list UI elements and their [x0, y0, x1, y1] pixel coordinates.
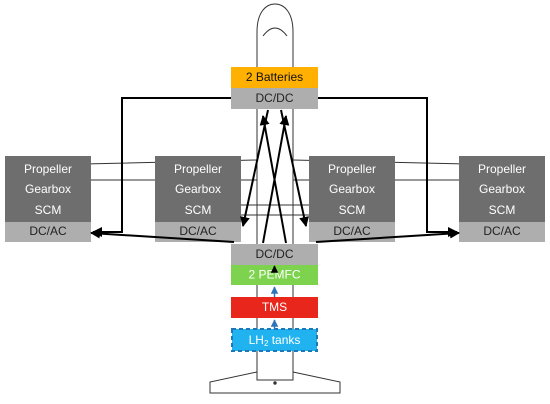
top-dc-dc-box	[231, 88, 318, 109]
arrow-bat-to-unit-3	[280, 109, 309, 227]
bottom-dc-dc-label: DC/DC	[256, 247, 294, 261]
scm-label-1: SCM	[35, 203, 62, 217]
gearbox-label-3: Gearbox	[329, 182, 375, 196]
dc-ac-label-2: DC/AC	[179, 224, 217, 238]
pemfc-label: 2 PEMFC	[248, 268, 300, 282]
propeller-label-1: Propeller	[24, 162, 72, 176]
arrow-bat-to-unit-4	[318, 97, 458, 237]
batteries-box	[231, 67, 318, 88]
arrow-fc-to-unit-3	[259, 115, 287, 244]
h2-tanks-block: LH2 tanks	[231, 328, 318, 352]
scm-label-3: SCM	[339, 203, 366, 217]
dc-ac-label-4: DC/AC	[483, 224, 521, 238]
scm-label-4: SCM	[489, 203, 516, 217]
motor-stack-4	[459, 156, 545, 222]
propulsion-unit-1: Propeller Gearbox SCM DC/AC	[5, 156, 91, 242]
dc-ac-box-3	[309, 222, 395, 242]
dc-ac-box-2	[155, 222, 241, 242]
batteries-label: 2 Batteries	[246, 70, 303, 84]
dc-ac-label-3: DC/AC	[333, 224, 371, 238]
gearbox-label-4: Gearbox	[479, 182, 525, 196]
arrow-bat-to-unit-2	[240, 109, 269, 227]
propeller-label-4: Propeller	[478, 162, 526, 176]
motor-stack-2	[155, 156, 241, 222]
arrow-fc-to-unit-4	[315, 228, 460, 243]
tms-block: TMS	[231, 297, 318, 318]
top-dc-dc-label: DC/DC	[256, 91, 294, 105]
dc-ac-box-1	[5, 222, 91, 242]
propulsion-unit-2: Propeller Gearbox SCM DC/AC	[155, 156, 241, 242]
tail-outline	[209, 371, 341, 394]
motor-stack-3	[309, 156, 395, 222]
gearbox-label-2: Gearbox	[175, 182, 221, 196]
propeller-label-3: Propeller	[328, 162, 376, 176]
scm-label-2: SCM	[185, 203, 212, 217]
bottom-dc-dc-box	[231, 244, 318, 265]
fuselage-outline	[256, 3, 294, 381]
pemfc-block: 2 PEMFC	[231, 265, 318, 285]
arrow-bat-to-unit-1	[92, 97, 231, 237]
propulsion-unit-4: Propeller Gearbox SCM DC/AC	[459, 156, 545, 242]
motor-stack-1	[5, 156, 91, 222]
cockpit-window	[262, 27, 288, 37]
pemfc-box	[231, 265, 318, 285]
batteries-block: 2 Batteries	[231, 67, 318, 88]
dc-ac-label-1: DC/AC	[29, 224, 67, 238]
arrow-fc-to-unit-1	[90, 228, 235, 243]
gearbox-label-1: Gearbox	[25, 182, 71, 196]
top-dc-dc-block: DC/DC	[231, 88, 318, 109]
tms-label: TMS	[262, 300, 287, 314]
connections	[90, 97, 460, 329]
tms-box	[231, 297, 318, 318]
propulsion-unit-3: Propeller Gearbox SCM DC/AC	[309, 156, 395, 242]
dc-ac-box-4	[459, 222, 545, 242]
bottom-dc-dc-block: DC/DC	[231, 244, 318, 265]
propulsion-units: Propeller Gearbox SCM DC/AC Propeller Ge…	[5, 156, 545, 242]
h2-tanks-label: LH2 tanks	[249, 333, 301, 348]
propeller-label-2: Propeller	[174, 162, 222, 176]
